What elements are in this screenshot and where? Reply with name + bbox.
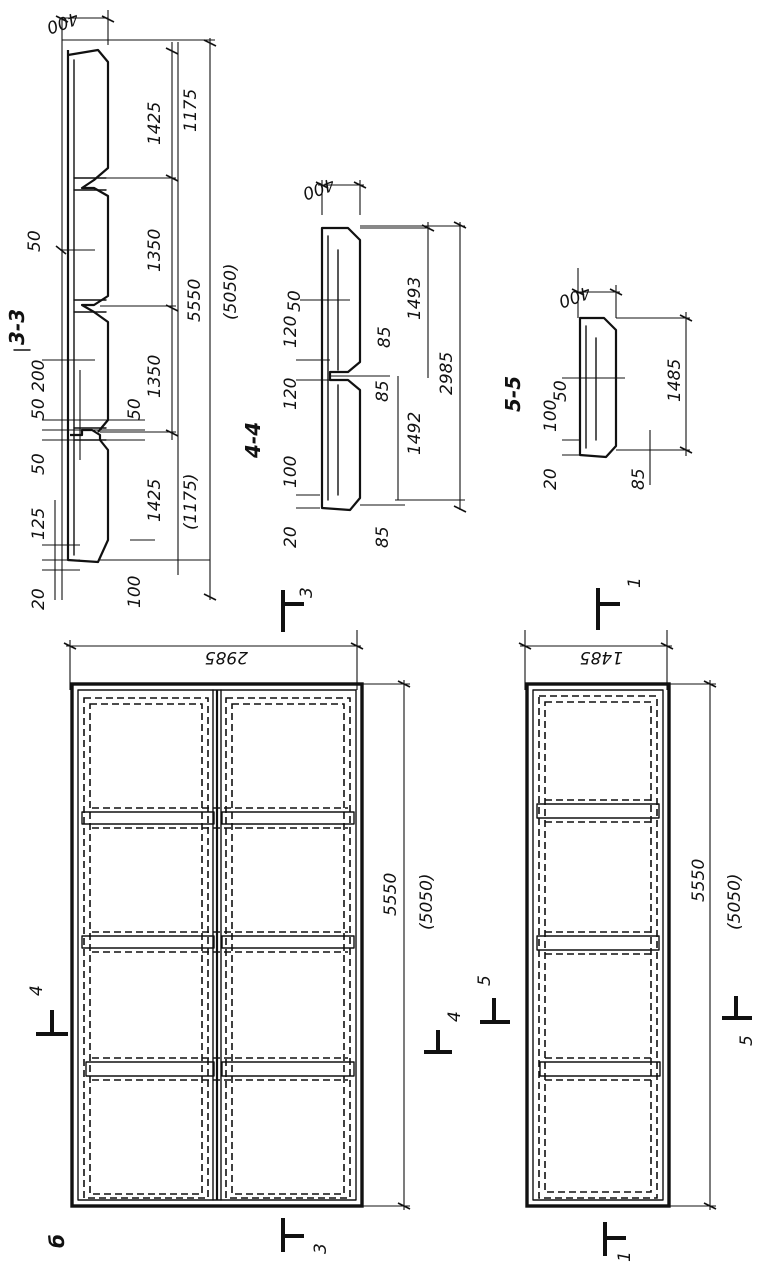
dim-3-200: 200 [29,360,49,392]
cut-5-right-label: 5 [737,1035,757,1046]
dim-3-1350-b: 1350 [145,355,165,398]
section-3-3: 3-3 [5,7,241,610]
plan-large-width: 2985 [205,647,248,667]
dim-4-20: 20 [281,526,301,548]
dim-4-1493: 1493 [405,277,425,320]
cut-1-top-label: 1 [625,577,645,588]
dim-3-5550: 5550 [185,279,205,322]
dim-5-50: 50 [551,380,571,402]
dim-4-1492: 1492 [405,412,425,455]
cut-4-left-label: 4 [27,985,47,996]
dim-3-50-rib: 50 [25,230,45,252]
cut-marker-4-right: 4 [424,1011,465,1054]
dim-4-85-a: 85 [375,326,395,348]
dim-5-1485: 1485 [665,359,685,402]
dim-3-1175-bot: (1175) [181,473,201,530]
dim-3-125: 125 [29,508,49,540]
dim-3-50-a: 50 [29,398,49,420]
plan-small: 1485 5550 (5050) 1 1 [475,577,757,1262]
section-4-4-title: 4-4 [241,422,265,459]
cut-4-right-label: 4 [445,1011,465,1022]
dim-4-100: 100 [281,456,301,488]
cut-1-bottom-label: 1 [615,1251,635,1262]
dim-4-400: 400 [300,173,337,203]
cut-marker-1-bottom: 1 [603,1222,635,1262]
plan-large-length-alt: (5050) [417,873,437,930]
cut-marker-4-left: 4 [27,985,68,1036]
dim-3-1425-top: 1425 [145,102,165,145]
cut-marker-5-right: 5 [722,996,757,1046]
dim-5-400: 400 [556,281,593,311]
dim-3-20: 20 [29,588,49,610]
dim-4-120-b: 120 [281,378,301,410]
plan-small-width: 1485 [580,647,623,667]
plan-small-length-alt: (5050) [725,873,745,930]
dim-3-100: 100 [125,576,145,608]
cut-3-bottom-label: 3 [311,1243,331,1254]
plan-small-length: 5550 [689,859,709,902]
figure-label: б [45,1234,69,1248]
dim-3-400: 400 [44,7,81,37]
dim-5-85: 85 [629,468,649,490]
dim-3-1175-top: 1175 [181,89,201,132]
cut-marker-5-left: 5 [475,975,510,1024]
dim-4-2985: 2985 [437,352,457,395]
dim-3-1425-bot: 1425 [145,479,165,522]
dim-3-50-c: 50 [29,453,49,475]
dim-3-50-b: 50 [125,398,145,420]
dim-3-1350-a: 1350 [145,229,165,272]
cut-5-left-label: 5 [475,975,495,986]
section-5-5-title: 5-5 [501,376,525,412]
cut-3-top-label: 3 [297,587,317,598]
dim-5-100: 100 [541,400,561,432]
section-3-3-title: 3-3 [5,309,29,345]
cut-marker-3-bottom: 3 [281,1218,331,1254]
section-4-4: 4-4 400 50 120 85 1493 2985 120 85 1492 [241,173,467,548]
cut-marker-1-top: 1 [596,577,645,630]
dim-4-50: 50 [285,290,305,312]
plan-large: б 2985 [27,587,465,1254]
dim-4-120-a: 120 [281,316,301,348]
section-5-5: 5-5 400 50 1485 100 20 85 [501,268,693,490]
dim-5-20: 20 [541,468,561,490]
dim-4-85-b: 85 [373,380,393,402]
plan-large-length: 5550 [381,873,401,916]
dim-3-5050: (5050) [221,263,241,320]
cut-marker-3-top: 3 [281,587,317,632]
dim-4-85-c: 85 [373,526,393,548]
